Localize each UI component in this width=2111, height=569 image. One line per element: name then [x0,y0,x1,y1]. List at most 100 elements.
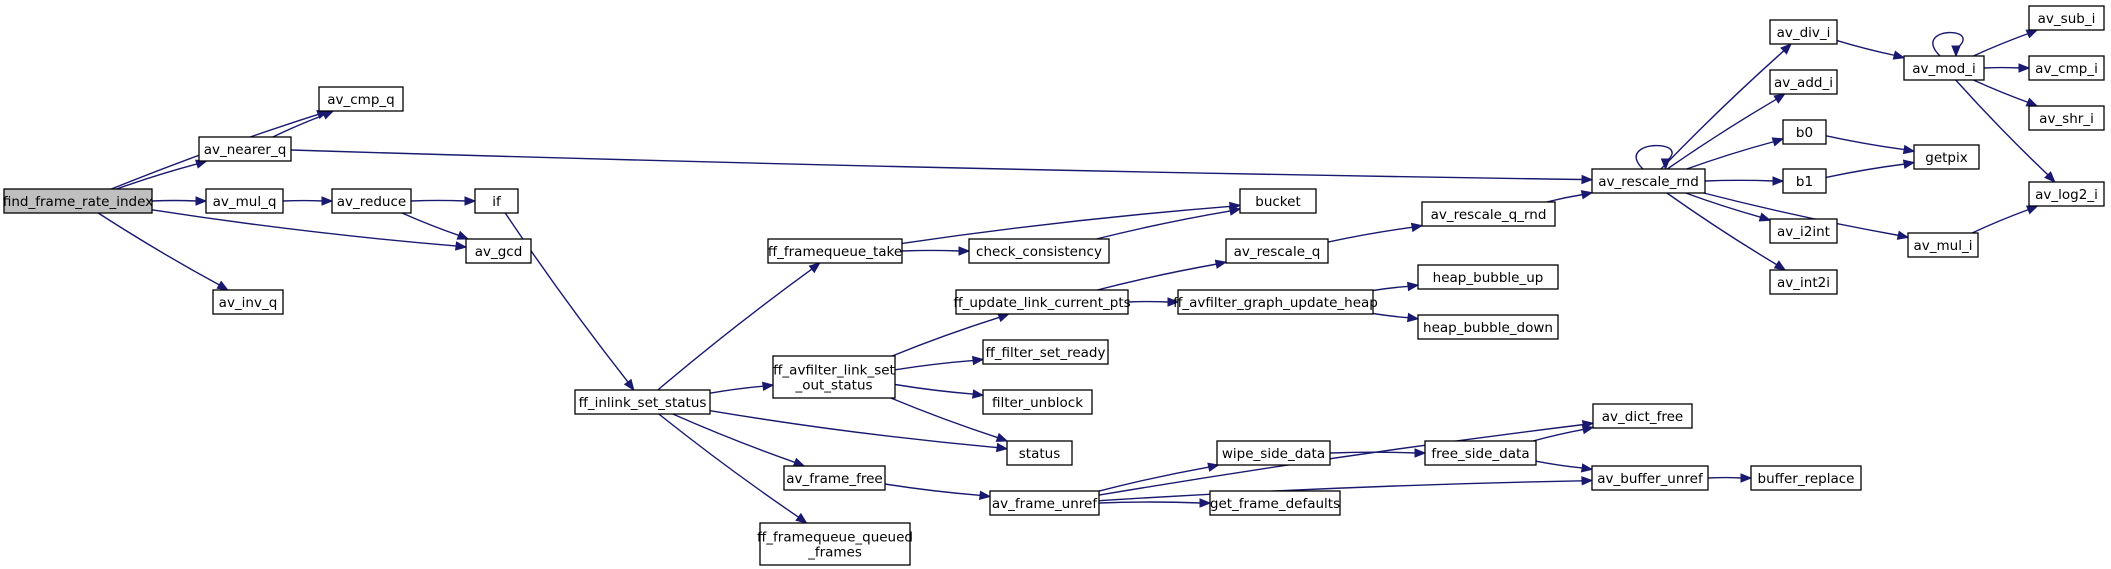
edge-b1-to-getpix [1825,159,1916,179]
node-label: ff_inlink_set_status [579,395,707,411]
edge-ff-avfilter-link-set-out-status-to-status [890,397,1009,442]
edge-av-mul-i-to-av-log2-i [1971,205,2039,234]
node-heap-bubble-down[interactable]: heap_bubble_down [1417,314,1559,340]
node-av-dict-free[interactable]: av_dict_free [1592,403,1693,429]
node-label: status [1019,446,1060,462]
node-av-frame-unref[interactable]: av_frame_unref [989,490,1100,516]
node-box [318,86,404,112]
node-label: find_frame_rate_index [3,194,153,210]
edge-av-rescale-q-rnd-to-av-rescale-rnd [1546,190,1594,203]
node-av-int2i[interactable]: av_int2i [1769,269,1838,295]
node-if[interactable]: if [474,188,519,214]
edge-av-frame-unref-to-get-frame-defaults [1098,498,1212,508]
node-av-mod-i[interactable]: av_mod_i [1903,55,1985,81]
node-box [212,289,284,315]
node-av-gcd[interactable]: av_gcd [465,238,532,264]
node-label: av_inv_q [219,295,278,311]
edge-av-rescale-rnd-to-b0 [1686,137,1785,170]
edge-ff-avfilter-link-set-out-status-to-filter-unblock [894,383,985,399]
node-av-nearer-q[interactable]: av_nearer_q [198,136,292,162]
edge-av-mul-q-to-av-reduce [282,196,334,206]
node-av-frame-free[interactable]: av_frame_free [783,465,886,491]
node-filter-unblock[interactable]: filter_unblock [982,389,1093,415]
node-av-rescale-q-rnd[interactable]: av_rescale_q_rnd [1421,201,1556,227]
node-av-buffer-unref[interactable]: av_buffer_unref [1591,465,1709,491]
node-box [1903,55,1985,81]
node-label: av_i2int [1777,224,1830,240]
node-ff-framequeue-take[interactable]: ff_framequeue_take [767,238,903,264]
edge-av-mod-i-to-av-log2-i [1955,79,2056,183]
node-label: _out_status [794,378,872,394]
edge-av-mod-i-to-av-shr-i [1973,79,2039,107]
node-get-frame-defaults[interactable]: get_frame_defaults [1209,490,1341,516]
edge-av-rescale-rnd-to-av-mul-i [1703,192,1910,240]
node-av-rescale-rnd[interactable]: av_rescale_rnd [1591,168,1706,194]
node-ff-framequeue-queued-frames[interactable]: ff_framequeue_queued_frames [757,522,913,566]
node-box [1177,289,1374,315]
node-buffer-replace[interactable]: buffer_replace [1750,465,1862,491]
node-getpix[interactable]: getpix [1913,144,1980,170]
node-box [2028,105,2105,131]
node-b0[interactable]: b0 [1782,119,1827,145]
node-status[interactable]: status [1006,440,1073,466]
edge-av-mod-i-to-av-cmp-i [1983,63,2031,73]
call-graph-nodes: find_frame_rate_index av_cmp_q av_nearer_q… [3,5,2105,566]
node-label: av_mul_q [213,194,277,210]
node-label: b0 [1796,125,1813,141]
node-box [1591,465,1709,491]
edge-av-mod-i-to-av-sub-i [1973,29,2039,57]
node-box [1907,232,1979,258]
node-av-cmp-i[interactable]: av_cmp_i [2028,55,2105,81]
node-av-log2-i[interactable]: av_log2_i [2028,181,2105,207]
node-ff-inlink-set-status[interactable]: ff_inlink_set_status [574,389,711,415]
node-label: av_buffer_unref [1597,471,1704,487]
edge-av-reduce-to-if [410,196,477,206]
edge-av-frame-unref-to-wipe-side-data [1098,462,1220,492]
node-box [982,389,1093,415]
node-box [982,339,1109,365]
edge-av-frame-unref-to-av-buffer-unref [1098,476,1594,502]
edge-find-frame-rate-index-to-av-inv-q [97,212,229,291]
node-label: av_frame_free [786,471,882,487]
node-free-side-data[interactable]: free_side_data [1424,440,1537,466]
node-bucket[interactable]: bucket [1239,188,1317,214]
edge-check-consistency-to-bucket [1096,206,1242,240]
node-wipe-side-data[interactable]: wipe_side_data [1216,440,1331,466]
node-box [1421,201,1556,227]
node-av-cmp-q[interactable]: av_cmp_q [318,86,404,112]
node-box [989,490,1100,516]
node-av-reduce[interactable]: av_reduce [331,188,412,214]
node-ff-avfilter-link-set-out-status[interactable]: ff_avfilter_link_set_out_status [772,355,896,399]
node-label: ff_filter_set_ready [986,345,1106,361]
node-label: ff_framequeue_take [768,244,902,260]
node-av-sub-i[interactable]: av_sub_i [2028,5,2105,31]
node-box [772,355,896,399]
node-av-mul-q[interactable]: av_mul_q [205,188,284,214]
node-ff-filter-set-ready[interactable]: ff_filter_set_ready [982,339,1109,365]
node-av-div-i[interactable]: av_div_i [1769,19,1838,45]
node-label: av_log2_i [2035,187,2098,203]
node-find-frame-rate-index[interactable]: find_frame_rate_index [3,188,153,214]
node-av-shr-i[interactable]: av_shr_i [2028,105,2105,131]
node-check-consistency[interactable]: check_consistency [968,238,1110,264]
node-label: av_mul_i [1914,238,1973,254]
node-av-rescale-q[interactable]: av_rescale_q [1225,238,1329,264]
node-label: filter_unblock [992,395,1083,411]
edge-free-side-data-to-av-dict-free [1532,424,1595,442]
node-label: av_rescale_rnd [1598,174,1699,190]
node-av-i2int[interactable]: av_i2int [1769,218,1838,244]
node-av-mul-i[interactable]: av_mul_i [1907,232,1979,258]
node-box [2028,55,2105,81]
edge-av-rescale-q-to-av-rescale-q-rnd [1327,222,1424,243]
node-av-inv-q[interactable]: av_inv_q [212,289,284,315]
node-box [1769,19,1838,45]
node-heap-bubble-up[interactable]: heap_bubble_up [1417,264,1559,290]
node-av-add-i[interactable]: av_add_i [1769,69,1838,95]
node-ff-avfilter-graph-update-heap[interactable]: ff_avfilter_graph_update_heap [1173,289,1378,315]
node-ff-update-link-current-pts[interactable]: ff_update_link_current_pts [953,289,1131,315]
node-box [474,188,519,214]
node-label: heap_bubble_down [1423,320,1553,336]
edge-av-rescale-rnd-to-b1 [1704,176,1785,186]
node-b1[interactable]: b1 [1782,168,1827,194]
